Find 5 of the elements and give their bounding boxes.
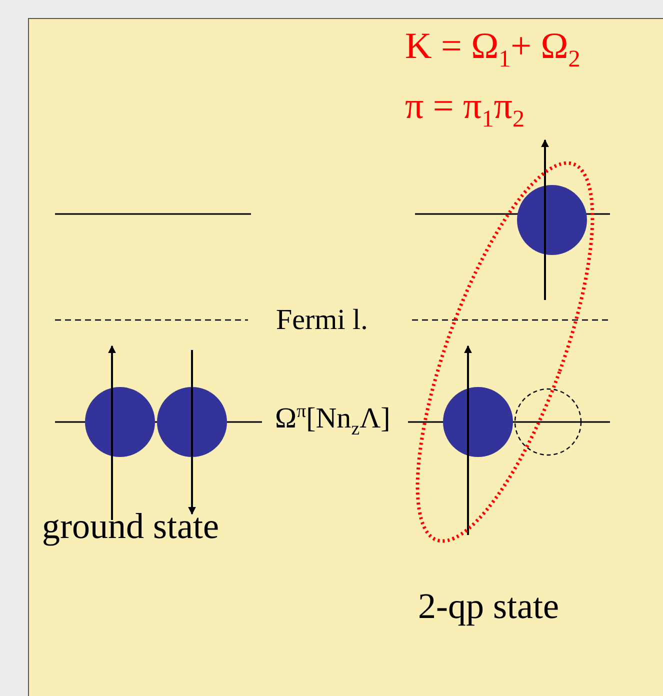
state-label: ground state: [42, 508, 219, 544]
state-label: 2-qp state: [418, 588, 559, 624]
level-label: Fermi l.: [276, 306, 368, 335]
formula-text: π = π$_{1}$π$_{2}$: [405, 88, 524, 132]
formula-text: K = Ω$_{1}$+ Ω$_{2}$: [405, 28, 580, 72]
